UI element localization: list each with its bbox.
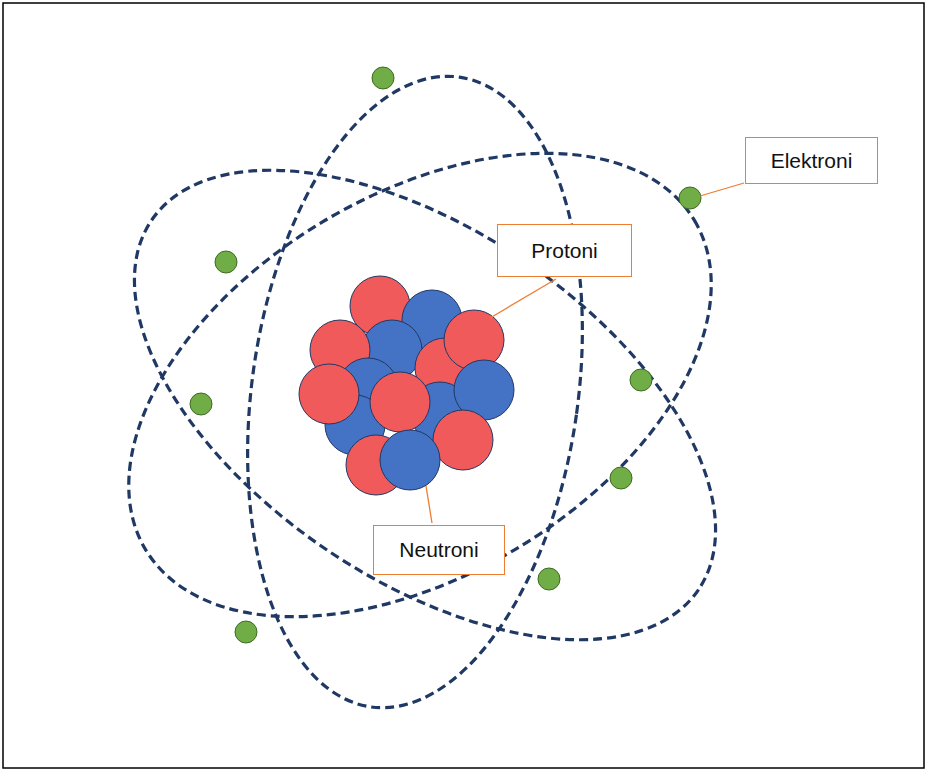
electron <box>679 187 701 209</box>
part-label: Protoni <box>516 237 613 265</box>
leader-line <box>426 486 432 523</box>
proton <box>433 410 493 470</box>
electrons <box>190 67 701 643</box>
proton <box>299 364 359 424</box>
nucleus <box>299 276 514 495</box>
leader-line <box>700 183 744 196</box>
proton <box>444 310 504 370</box>
frame <box>3 3 924 768</box>
leader-lines <box>426 183 744 523</box>
part-label: Elektroni <box>764 147 859 175</box>
orbit <box>48 57 792 712</box>
orbits <box>48 54 797 734</box>
electron <box>538 568 560 590</box>
neutron <box>380 430 440 490</box>
electron <box>235 621 257 643</box>
callout-box: Elektroni <box>745 137 878 184</box>
electron <box>372 67 394 89</box>
callout-box: Protoni <box>497 224 632 277</box>
proton <box>370 372 430 432</box>
electron <box>610 467 632 489</box>
leader-line <box>490 279 556 318</box>
electron <box>630 369 652 391</box>
callout-box: Neutroni <box>373 525 505 575</box>
electron <box>190 393 212 415</box>
orbit <box>209 54 620 729</box>
part-label: Neutroni <box>392 536 486 564</box>
electron <box>215 251 237 273</box>
